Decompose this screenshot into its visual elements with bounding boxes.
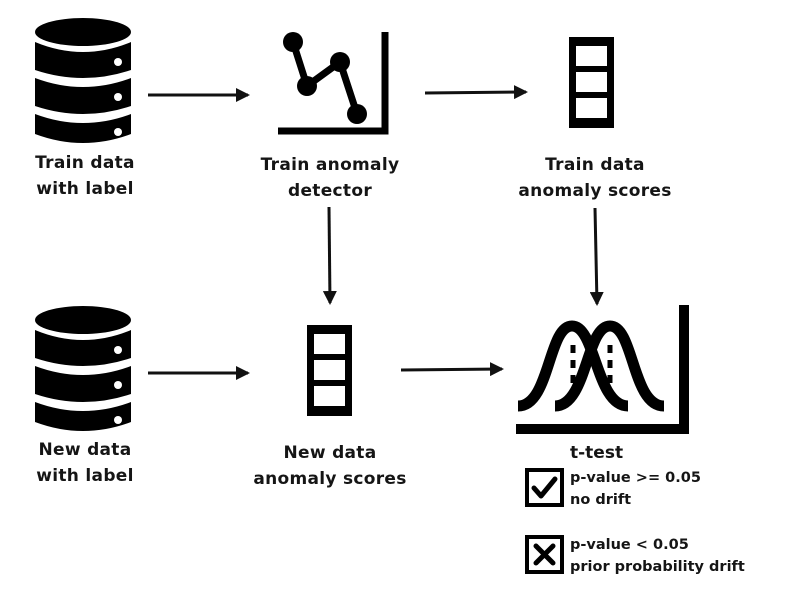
arrow-new-scores-to-t-test <box>400 362 504 377</box>
new-data-label-line2: with label <box>36 466 134 486</box>
new-data-label: New data with label <box>10 437 160 489</box>
outcome-no-drift: p-value >= 0.05 no drift <box>570 467 701 511</box>
train-data-label: Train data with label <box>10 150 160 202</box>
outcome-no-drift-result: no drift <box>570 492 632 508</box>
arrow-train-scores-to-t-test <box>589 207 604 306</box>
train-data-database-icon <box>35 18 131 143</box>
train-scores-list-icon <box>569 37 614 128</box>
anomaly-detector-chart-icon <box>278 32 389 135</box>
checkbox-check-icon <box>525 468 564 507</box>
t-test-bell-curves-icon <box>516 305 689 434</box>
checkbox-x-icon <box>525 535 564 574</box>
outcome-no-drift-condition: p-value >= 0.05 <box>570 470 701 486</box>
train-detector-label-line2: detector <box>287 181 373 201</box>
train-scores-label-line2: anomaly scores <box>518 181 672 201</box>
new-scores-label-line2: anomaly scores <box>253 469 407 489</box>
outcome-drift: p-value < 0.05 prior probability drift <box>570 534 745 578</box>
outcome-drift-condition: p-value < 0.05 <box>570 537 689 553</box>
train-scores-label: Train data anomaly scores <box>510 152 680 204</box>
new-data-database-icon <box>35 306 131 431</box>
train-data-label-line2: with label <box>36 179 134 199</box>
new-scores-label: New data anomaly scores <box>245 440 415 492</box>
arrow-detector-to-train-scores <box>424 85 528 100</box>
train-data-label-line1: Train data <box>35 153 135 173</box>
train-detector-label: Train anomaly detector <box>245 152 415 204</box>
new-scores-list-icon <box>307 325 352 416</box>
arrow-detector-to-new-scores <box>322 206 337 305</box>
train-detector-label-line1: Train anomaly <box>260 155 400 175</box>
train-scores-label-line1: Train data <box>545 155 645 175</box>
new-data-label-line1: New data <box>38 440 132 460</box>
new-scores-label-line1: New data <box>283 443 377 463</box>
t-test-label: t-test <box>570 443 624 463</box>
outcome-drift-result: prior probability drift <box>570 559 745 575</box>
